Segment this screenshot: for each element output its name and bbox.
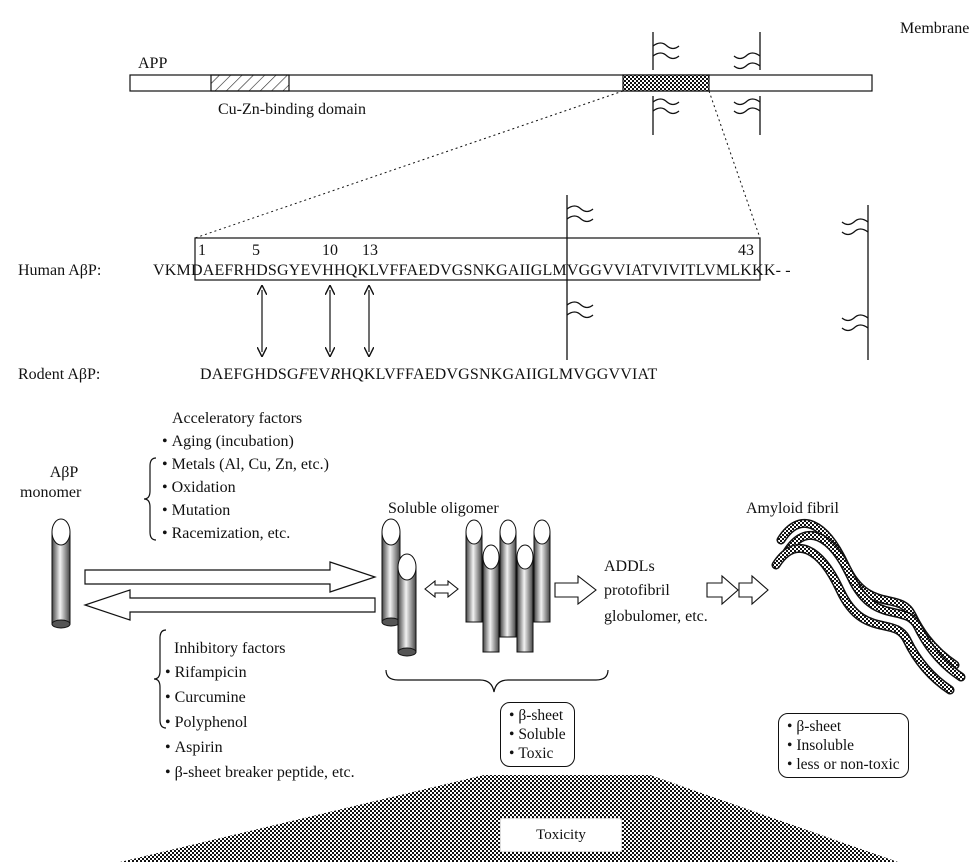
monomer-label-1: AβP [49, 464, 79, 481]
toxicity-label: Toxicity [500, 818, 622, 852]
human-sequence: VKMDAEFRHDSGYEVHHQKLVFFAEDVGSNKGAIIGLMVG… [153, 262, 791, 280]
accel-item: Aging (incubation) [162, 430, 329, 453]
fibril-property: Insoluble [787, 736, 900, 755]
monomer-label-2: monomer [20, 484, 82, 501]
human-seq-prefix: VKM [153, 262, 191, 279]
oligomer-property: Toxic [509, 744, 566, 763]
membrane-top [652, 32, 761, 135]
addls-label: ADDLs [604, 558, 655, 575]
accel-title: Acceleratory factors [172, 410, 303, 427]
rodent-substitution: R [330, 366, 341, 383]
mutation-arrows [262, 290, 369, 352]
zoom-line-right [708, 90, 761, 239]
oligomer-cylinders [465, 519, 551, 653]
double-arrow [424, 579, 459, 599]
fibril-property: less or non-toxic [787, 755, 899, 774]
oligomer-brace [385, 669, 609, 693]
inhib-item: Polyphenol [165, 710, 355, 735]
inhib-item: Curcumine [165, 685, 355, 710]
arrow-to-addls [554, 574, 597, 606]
oligomer-property: Soluble [509, 725, 565, 744]
oligomer-property: β-sheet [509, 706, 566, 725]
amyloid-fibril [771, 518, 966, 695]
oligomer-properties-box: β-sheet Soluble Toxic [500, 702, 575, 767]
arrow-to-fibril-2 [738, 574, 769, 606]
cuzn-domain-label: Cu-Zn-binding domain [218, 101, 366, 118]
inhib-item: Aspirin [165, 735, 355, 760]
inhib-item: β-sheet breaker peptide, etc. [165, 760, 355, 785]
globulomer-label: globulomer, etc. [604, 608, 708, 625]
inhib-list: Rifampicin Curcumine Polyphenol Aspirin … [165, 660, 355, 785]
membrane-label: Membrane [900, 20, 970, 37]
rodent-sequence: DAEFGHDSGFEVRHQKLVFFAEDVGSNKGAIIGLMVGGVV… [200, 366, 658, 384]
accel-brace [143, 457, 157, 541]
accel-item: Oxidation [162, 476, 329, 499]
app-label: APP [138, 55, 168, 72]
accel-item: Metals (Al, Cu, Zn, etc.) [162, 453, 329, 476]
inhib-title: Inhibitory factors [174, 640, 286, 657]
forward-arrow [84, 561, 377, 593]
residue-number-13: 13 [362, 242, 378, 259]
zoom-line-left [194, 90, 624, 239]
human-seq-abeta: DAEFRHDSGYEVHHQKLVFFAEDVGSNKGAIIGLMVGGVV… [190, 262, 652, 279]
monomer-cylinder [51, 518, 71, 629]
rodent-seq-part: HQKLVFFAEDVGSNKGAIIGLMVGGVVIAT [340, 366, 658, 383]
residue-number-43: 43 [738, 242, 754, 259]
accel-item: Mutation [162, 499, 329, 522]
cuzn-domain [210, 74, 290, 92]
human-abp-label: Human AβP: [18, 262, 102, 279]
membrane-sequence [566, 195, 869, 360]
residue-number-10: 10 [322, 242, 338, 259]
rodent-abp-label: Rodent AβP: [18, 366, 101, 383]
abeta-region [622, 74, 710, 92]
rodent-substitution: F [298, 366, 309, 383]
accel-item: Racemization, etc. [162, 522, 329, 545]
residue-number-1: 1 [198, 242, 206, 259]
soluble-oligomer-label: Soluble oligomer [388, 500, 499, 517]
reverse-arrow [83, 589, 376, 621]
arrow-to-fibril-1 [706, 574, 739, 606]
dimer-cylinders [381, 518, 417, 657]
fibril-property: β-sheet [787, 717, 900, 736]
sequence-box [194, 237, 761, 281]
residue-number-5: 5 [252, 242, 260, 259]
fibril-properties-box: β-sheet Insoluble less or non-toxic [778, 713, 909, 778]
accel-list: Aging (incubation) Metals (Al, Cu, Zn, e… [162, 430, 329, 545]
inhib-item: Rifampicin [165, 660, 355, 685]
human-seq-suffix: VIVITLVMLKKK- - [651, 262, 791, 279]
rodent-seq-part: EV [308, 366, 331, 383]
rodent-seq-part: DAEFGHDSG [200, 366, 299, 383]
amyloid-fibril-label: Amyloid fibril [746, 500, 839, 517]
inhib-brace [153, 629, 167, 729]
protofibril-label: protofibril [604, 582, 670, 599]
